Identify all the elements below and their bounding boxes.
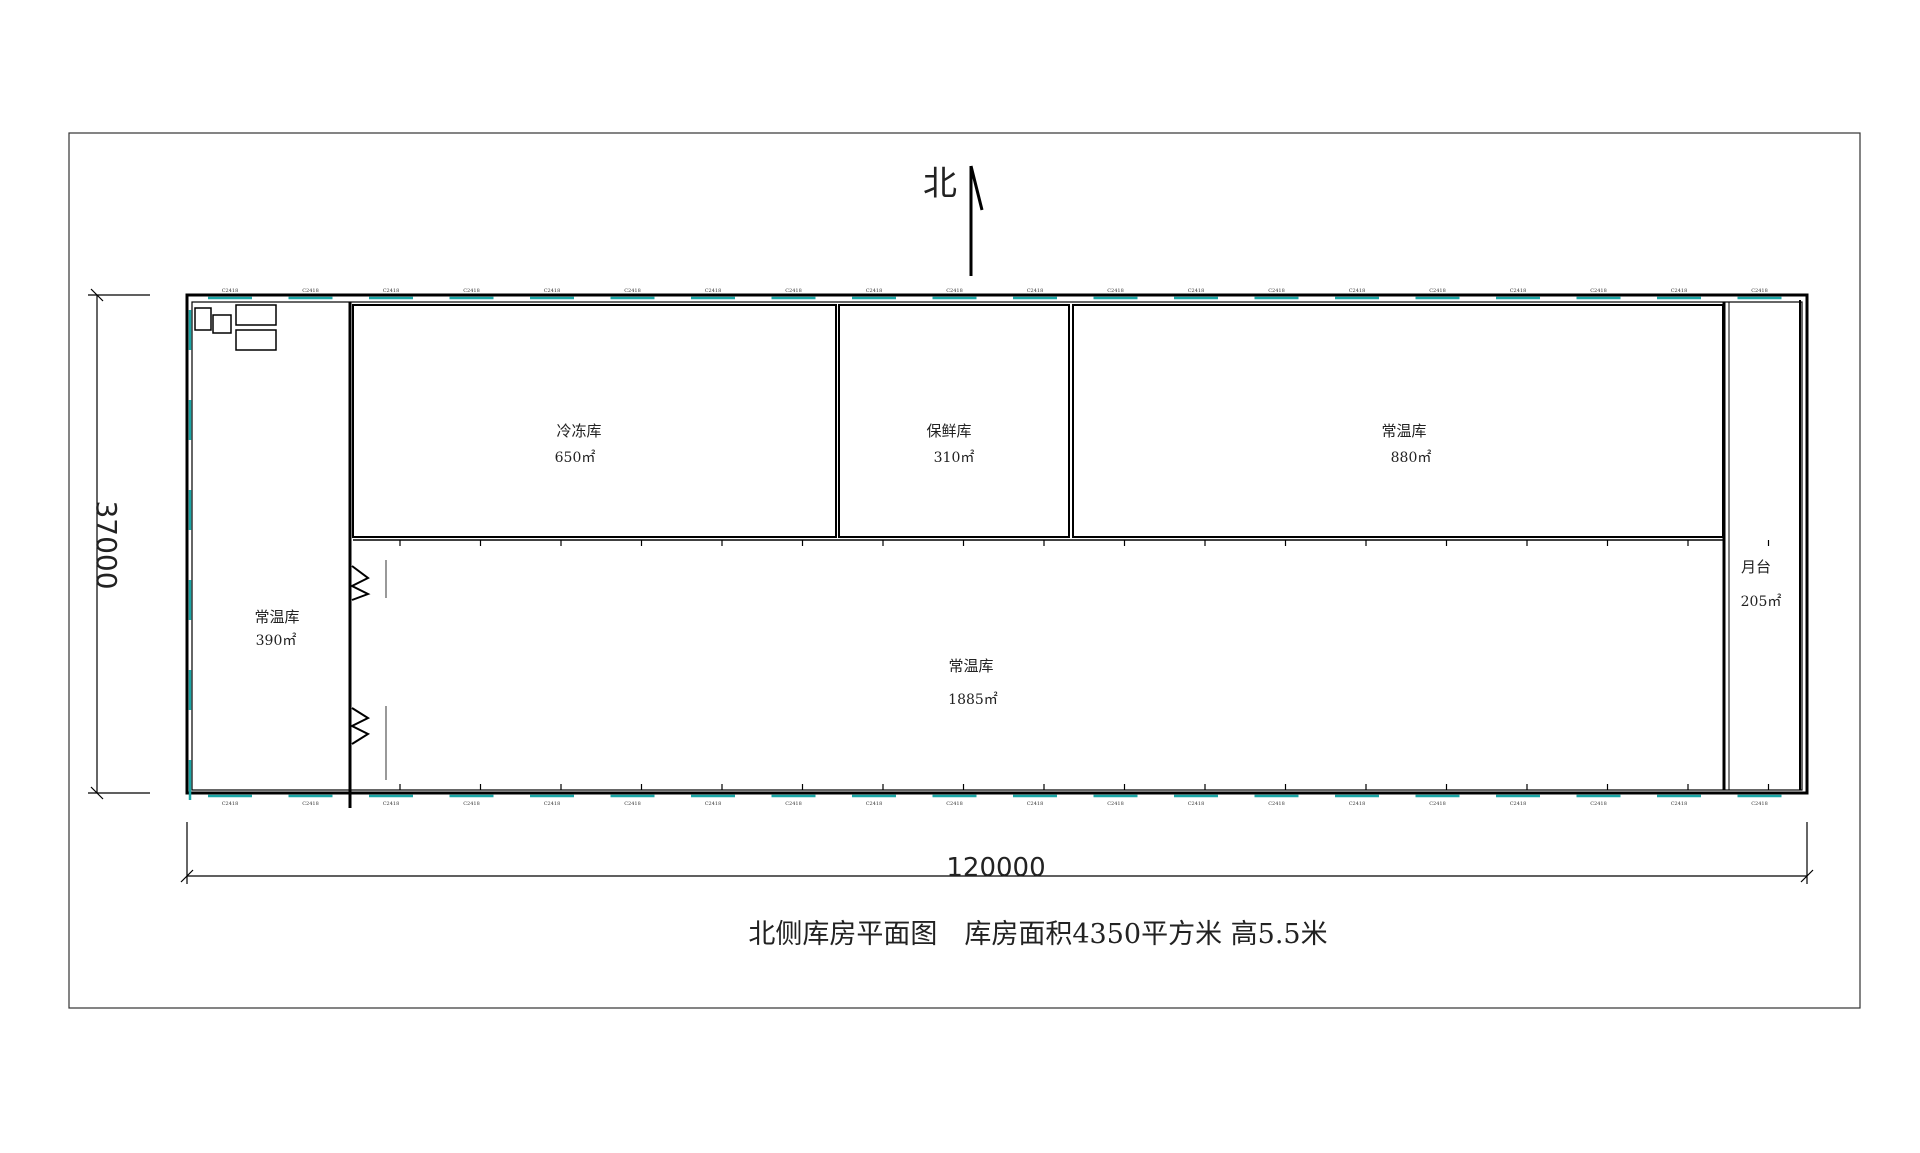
window-label: C2418 <box>1429 801 1446 807</box>
width-dimension <box>180 822 1814 884</box>
window-label: C2418 <box>1671 288 1688 294</box>
north-label: 北 <box>923 164 957 204</box>
window-label: C2418 <box>1027 288 1044 294</box>
window-label: C2418 <box>946 801 963 807</box>
height-dimension-label: 37000 <box>90 500 123 589</box>
room-area: 205㎡ <box>1741 594 1782 610</box>
window-label: C2418 <box>383 288 400 294</box>
window-label: C2418 <box>1107 801 1124 807</box>
room-name: 冷冻库 <box>556 422 601 440</box>
room-area: 880㎡ <box>1391 450 1432 466</box>
window-label: C2418 <box>1429 288 1446 294</box>
window-label: C2418 <box>1349 288 1366 294</box>
room-ambient-storage-north: 常温库 880㎡ <box>1381 422 1431 466</box>
room-area: 310㎡ <box>934 450 975 466</box>
room-ambient-storage-main: 常温库 1885㎡ <box>948 657 998 708</box>
window-label: C2418 <box>1107 288 1124 294</box>
window-label: C2418 <box>463 288 480 294</box>
room-cold-storage: 冷冻库 650㎡ <box>555 422 602 466</box>
refrigeration-units <box>194 304 277 351</box>
window-label: C2418 <box>222 288 239 294</box>
window-label: C2418 <box>544 288 561 294</box>
window-label: C2418 <box>302 288 319 294</box>
window-label: C2418 <box>544 801 561 807</box>
window-label: C2418 <box>866 801 883 807</box>
north-arrow <box>969 165 984 276</box>
window-label: C2418 <box>785 288 802 294</box>
window-label: C2418 <box>383 801 400 807</box>
width-dimension-label: 120000 <box>946 853 1045 883</box>
window-label: C2418 <box>624 288 641 294</box>
room-name: 月台 <box>1741 558 1771 576</box>
window-label: C2418 <box>1027 801 1044 807</box>
window-label: C2418 <box>1188 801 1205 807</box>
doors <box>349 560 387 780</box>
window-label: C2418 <box>302 801 319 807</box>
room-area: 390㎡ <box>256 633 297 649</box>
window-label: C2418 <box>946 288 963 294</box>
window-label: C2418 <box>624 801 641 807</box>
window-label: C2418 <box>1510 801 1527 807</box>
window-markers: C2418C2418C2418C2418C2418C2418C2418C2418… <box>188 288 1782 807</box>
height-dimension <box>88 288 150 800</box>
window-label: C2418 <box>1751 801 1768 807</box>
room-name: 常温库 <box>1381 422 1426 440</box>
window-label: C2418 <box>1268 801 1285 807</box>
window-label: C2418 <box>463 801 480 807</box>
room-area: 1885㎡ <box>948 692 998 708</box>
window-label: C2418 <box>1590 801 1607 807</box>
window-label: C2418 <box>1671 801 1688 807</box>
window-label: C2418 <box>705 801 722 807</box>
window-label: C2418 <box>785 801 802 807</box>
window-label: C2418 <box>866 288 883 294</box>
window-label: C2418 <box>1510 288 1527 294</box>
room-ambient-storage-west: 常温库 390㎡ <box>254 608 299 649</box>
window-label: C2418 <box>222 801 239 807</box>
room-name: 常温库 <box>254 608 299 626</box>
window-label: C2418 <box>705 288 722 294</box>
window-label: C2418 <box>1268 288 1285 294</box>
drawing-frame <box>68 132 1861 1009</box>
room-area: 650㎡ <box>555 450 596 466</box>
building-walls <box>185 293 1809 808</box>
window-label: C2418 <box>1590 288 1607 294</box>
window-label: C2418 <box>1188 288 1205 294</box>
room-platform: 月台 205㎡ <box>1741 558 1782 610</box>
room-fresh-storage: 保鲜库 310㎡ <box>926 422 974 466</box>
room-name: 保鲜库 <box>926 422 971 440</box>
window-label: C2418 <box>1349 801 1366 807</box>
window-label: C2418 <box>1751 288 1768 294</box>
drawing-title: 北侧库房平面图 库房面积4350平方米 高5.5米 <box>748 919 1327 950</box>
room-name: 常温库 <box>948 657 993 675</box>
